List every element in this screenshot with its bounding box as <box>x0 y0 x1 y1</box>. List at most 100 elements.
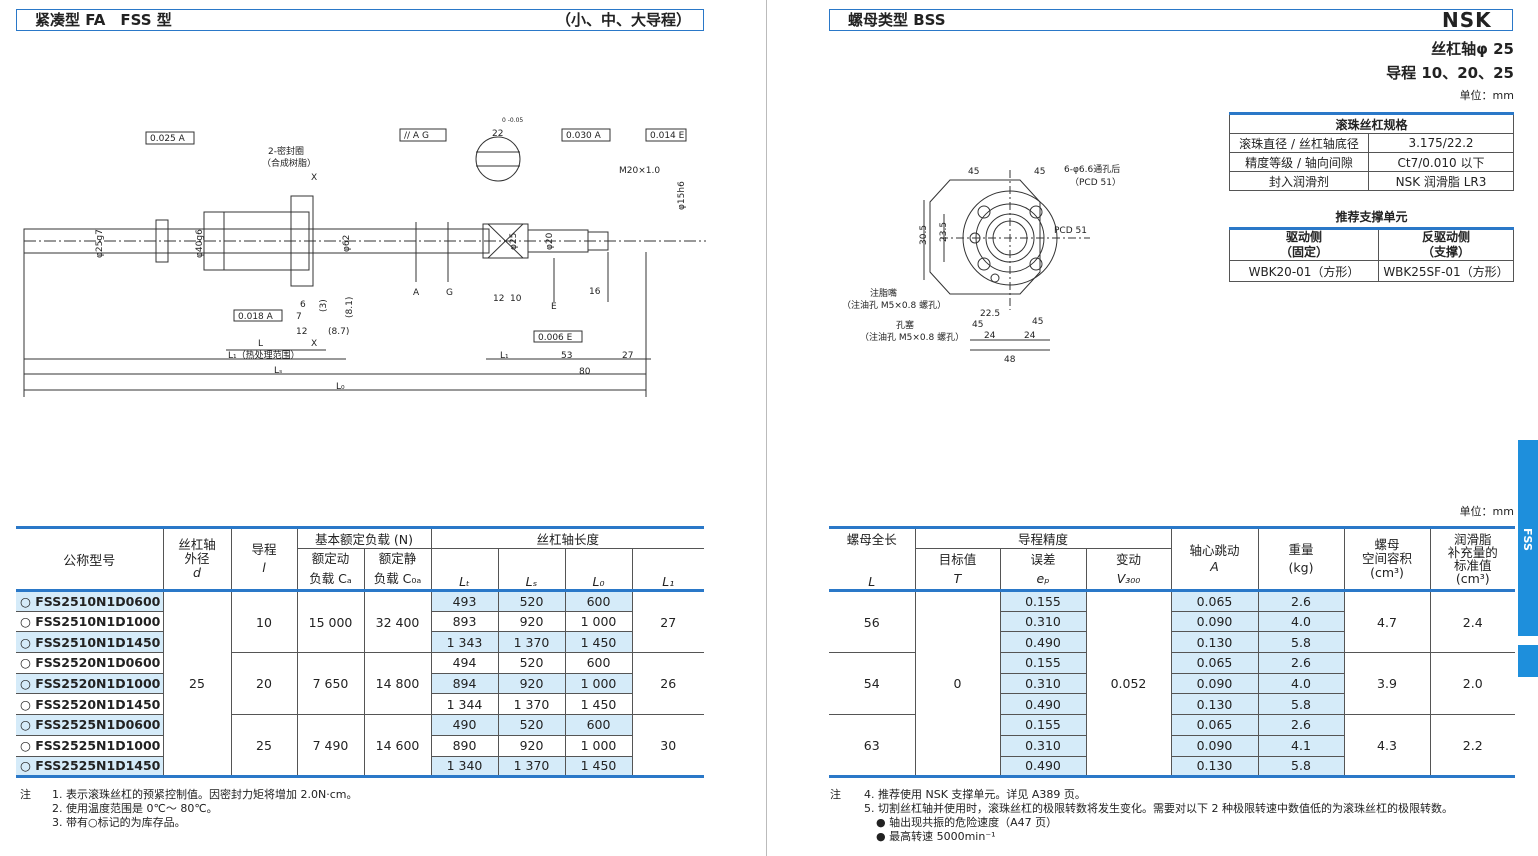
th-runout-1: 轴心跳动 <box>1189 543 1240 558</box>
runout-cell: 0.130 <box>1170 693 1259 716</box>
rdim-45d: 45 <box>1032 317 1043 327</box>
ls-cell: 920 <box>497 610 566 633</box>
nut-length-cell: 56 <box>829 589 916 654</box>
th-diameter-1: 丝杠轴 <box>178 537 216 552</box>
dim-12a: 12 <box>493 294 504 304</box>
dim-16: 16 <box>589 287 601 297</box>
rdim-22-5: 22.5 <box>980 309 1000 319</box>
seal-material: （合成树脂） <box>262 157 316 169</box>
lo-cell: 600 <box>564 714 633 736</box>
left-drawing: 0.025 A // A G 0.030 A 0.014 E 2-密封圈 （合成… <box>23 117 706 397</box>
weight-cell: 4.0 <box>1257 610 1345 633</box>
weight-cell: 4.0 <box>1257 672 1345 695</box>
runout-cell: 0.090 <box>1170 734 1259 757</box>
spec-key: 精度等级 / 轴向间隙 <box>1229 152 1369 172</box>
model-cell: ○ FSS2520N1D1000 <box>16 672 164 695</box>
dim-L: L <box>258 339 263 349</box>
shaft-dia-label: 丝杠轴φ 25 <box>1431 40 1514 58</box>
th-lead-1: 导程 <box>251 542 277 557</box>
model-cell: ○ FSS2520N1D0600 <box>16 652 164 674</box>
th-target: 目标值 <box>914 548 1001 569</box>
runout-cell: 0.065 <box>1170 714 1259 736</box>
lo-cell: 1 450 <box>564 755 633 778</box>
dim-Ls: Lₛ <box>274 366 282 376</box>
runout-cell: 0.065 <box>1170 590 1259 612</box>
rdim-23-5: 23.5 <box>939 222 949 242</box>
seal-label: 2-密封圈 <box>268 145 304 157</box>
th-grease: 润滑脂补充量的标准值(cm³) <box>1429 526 1515 591</box>
right-notes: 注 4. 推荐使用 NSK 支撑单元。详见 A389 页。 5. 切割丝杠轴并使… <box>830 788 1453 844</box>
runout-cell: 0.130 <box>1170 755 1259 778</box>
spec-value: Ct7/0.010 以下 <box>1368 152 1514 172</box>
lo-cell: 1 000 <box>564 672 633 695</box>
th-error-sym: eₚ <box>999 568 1087 591</box>
th-space-2: 空间容积 <box>1361 551 1412 566</box>
support-ndrive-head-text: 反驱动侧 <box>1421 230 1470 244</box>
dim-80: 80 <box>579 367 591 377</box>
th-grease-1: 润滑脂 <box>1453 532 1492 547</box>
rdim-45b: 45 <box>1034 167 1045 177</box>
dim-L1: L₁ <box>500 351 509 361</box>
runout-cell: 0.090 <box>1170 610 1259 633</box>
left-note-3: 3. 带有○标记的为库存品。 <box>52 816 186 829</box>
plug-hole: （注油孔 M5×0.8 螺孔） <box>860 331 964 343</box>
th-weight: 重量(kg) <box>1257 526 1345 591</box>
dim-10: 10 <box>510 294 522 304</box>
ls-cell: 520 <box>497 652 566 674</box>
ls-cell: 520 <box>497 590 566 612</box>
right-notes-label: 注 <box>830 788 841 801</box>
right-note-bullet-1: ● 轴出现共振的危险速度（A47 页） <box>876 816 1058 829</box>
spec-key: 封入润滑剂 <box>1229 171 1369 191</box>
th-l1: L₁ <box>631 548 704 591</box>
weight-cell: 2.6 <box>1257 652 1345 674</box>
th-runout-2: A <box>1210 559 1219 574</box>
lt-cell: 894 <box>430 672 499 695</box>
lt-cell: 890 <box>430 734 499 757</box>
th-variation: 变动 <box>1085 548 1172 569</box>
dim-12b: 12 <box>296 327 307 337</box>
support-table: 驱动侧（固定） 反驱动侧（支撑） WBK20-01（方形）WBK25SF-01（… <box>1229 227 1514 282</box>
dynamic-load-cell: 7 490 <box>296 714 365 778</box>
right-note-5: 5. 切割丝杠轴并使用时，滚珠丝杠的极限转数将发生变化。需要对以下 2 种极限转… <box>864 802 1453 815</box>
dim-8-1: (8.1) <box>345 297 355 318</box>
grease-cell: 2.2 <box>1429 714 1515 778</box>
left-title-range: （小、中、大导程） <box>555 11 691 29</box>
dim-6: 6 <box>300 300 306 310</box>
variation-cell: 0.052 <box>1085 589 1172 778</box>
support-drive-sub: （固定） <box>1279 245 1328 259</box>
weight-cell: 5.8 <box>1257 755 1345 778</box>
dim-d25: φ25 <box>509 233 519 250</box>
error-cell: 0.155 <box>999 714 1087 736</box>
lead-cell: 20 <box>230 652 298 716</box>
static-load-cell: 14 800 <box>363 652 432 716</box>
lt-cell: 493 <box>430 590 499 612</box>
lt-cell: 494 <box>430 652 499 674</box>
l1-cell: 30 <box>631 714 704 778</box>
error-cell: 0.155 <box>999 590 1087 612</box>
right-drawing: 45 45 6-φ6.6通孔后 （PCD 51） PCD 51 30.5 23.… <box>842 164 1120 365</box>
tol-frame-2: // A G <box>404 131 429 141</box>
ls-cell: 920 <box>497 672 566 695</box>
unit-label: 单位：mm <box>1459 89 1514 102</box>
th-grease-4: (cm³) <box>1455 571 1490 586</box>
rdim-holes: 6-φ6.6通孔后 <box>1064 164 1120 175</box>
page-divider <box>766 0 767 856</box>
left-title: 紧凑型 FA FSS 型 <box>35 11 172 29</box>
runout-cell: 0.090 <box>1170 672 1259 695</box>
ls-cell: 1 370 <box>497 693 566 716</box>
side-tab-label: FSS <box>1521 528 1534 551</box>
dim-thread: M20×1.0 <box>619 166 660 176</box>
unit-label-right: 单位：mm <box>1459 505 1514 518</box>
th-length: 丝杠轴长度 <box>430 526 704 549</box>
rdim-pcd-ref: （PCD 51） <box>1070 177 1120 188</box>
left-note-2: 2. 使用温度范围是 0℃～ 80℃。 <box>52 802 218 815</box>
dynamic-load-cell: 7 650 <box>296 652 365 716</box>
